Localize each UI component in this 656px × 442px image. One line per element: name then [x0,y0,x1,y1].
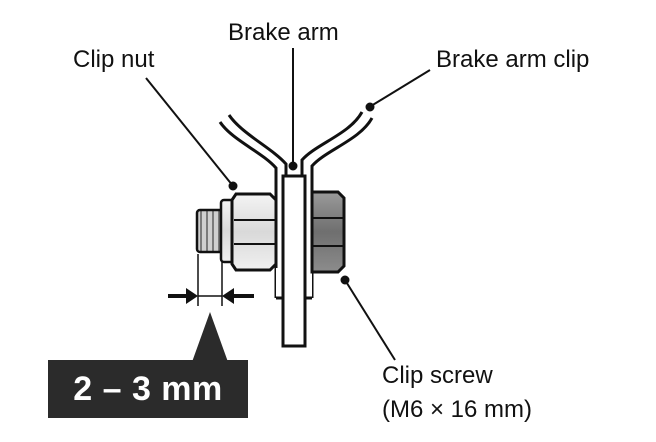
clip-nut [230,192,278,272]
leader-lines [145,48,431,361]
clip-screw-head [310,190,346,274]
gap-callout: 2 – 3 mm [48,360,248,418]
brake-arm-label: Brake arm [228,19,339,46]
gap-dimension [168,254,254,306]
clip-screw-size-label: (M6 × 16 mm) [382,396,533,423]
gap-callout-pointer [192,312,228,362]
brake-arm-clip-label: Brake arm clip [436,46,590,73]
brake-arm [281,174,307,348]
clip-nut-label: Clip nut [73,46,155,73]
clip-screw-thread [195,208,225,254]
clip-screw-label: Clip screw [382,362,493,389]
